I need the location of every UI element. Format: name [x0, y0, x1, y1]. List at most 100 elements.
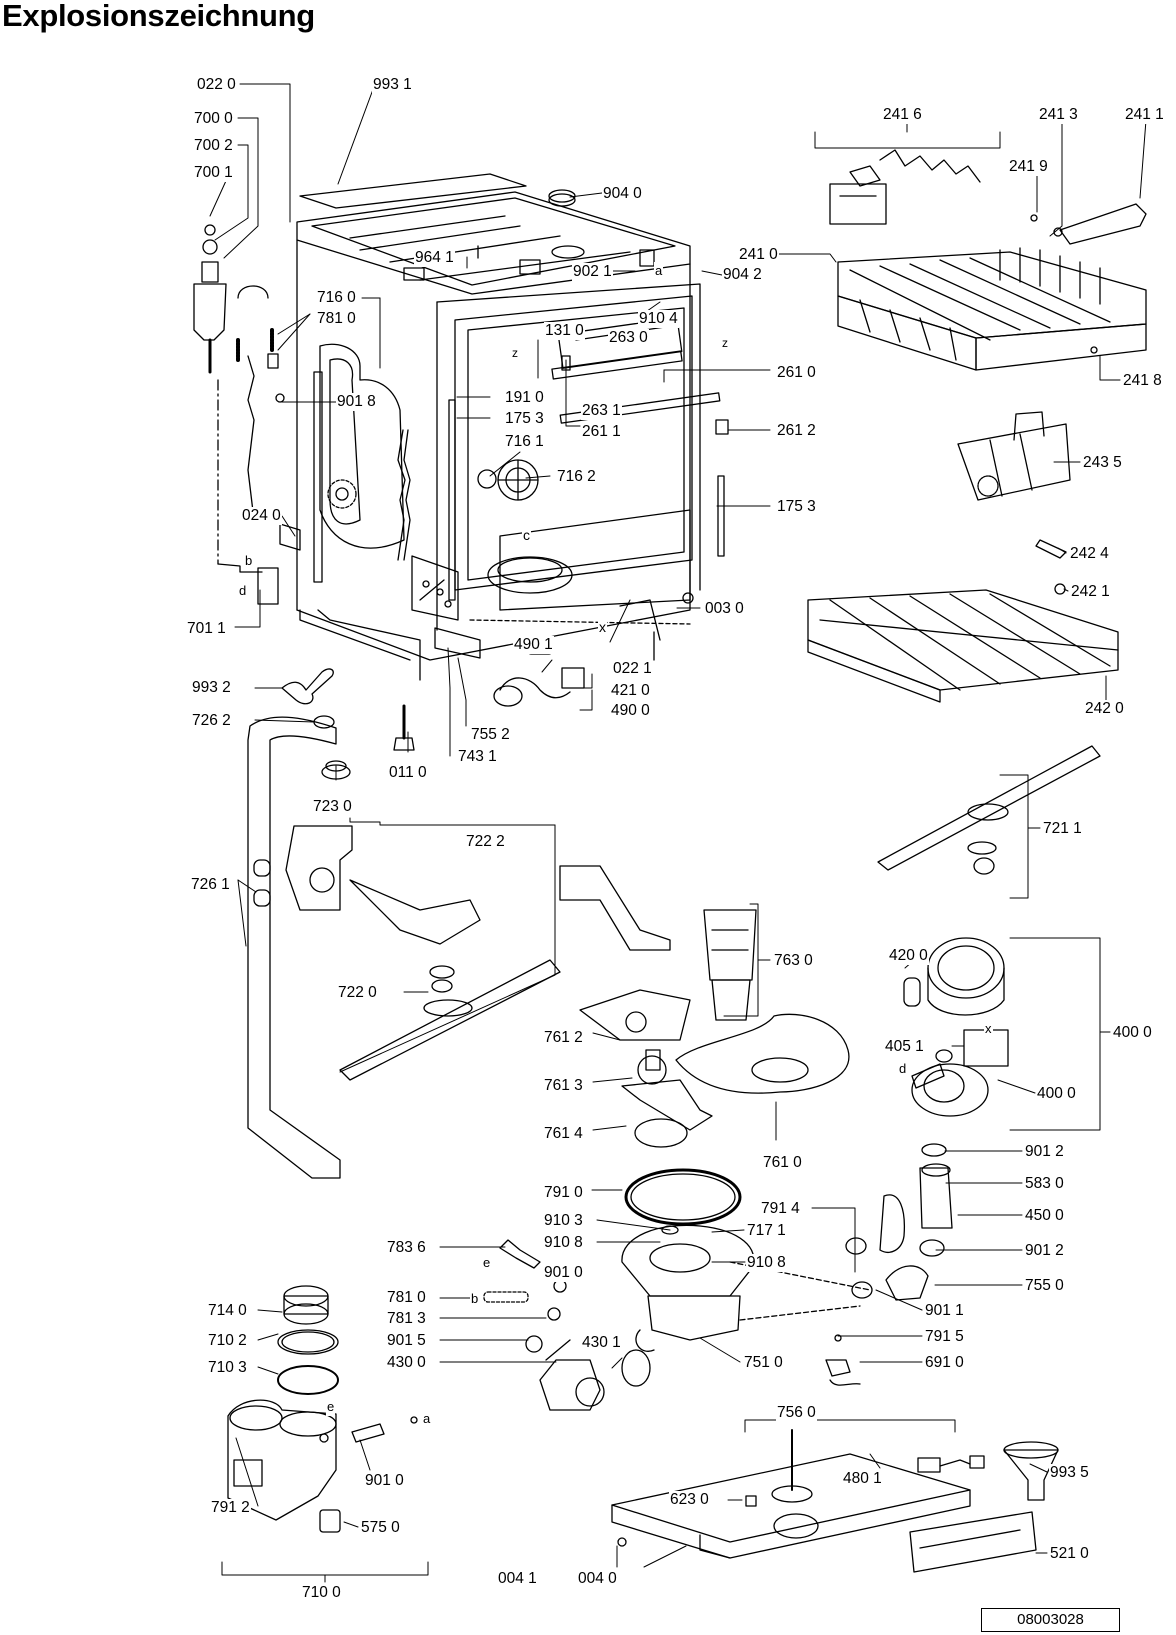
part-label: 993 2: [191, 679, 232, 697]
sump-assembly: [483, 865, 871, 1411]
part-label: 993 5: [1049, 1464, 1090, 1482]
upper-basket: [829, 149, 1147, 371]
water-softener: [227, 1285, 418, 1533]
part-label: 716 2: [556, 468, 597, 486]
part-label: 421 0: [610, 682, 651, 700]
part-label: 263 1: [581, 402, 622, 420]
callout-letter: a: [654, 262, 664, 280]
callout-letter: x: [984, 1020, 993, 1038]
part-label: 763 0: [773, 952, 814, 970]
part-label: 993 1: [372, 76, 413, 94]
part-label: 700 2: [193, 137, 234, 155]
part-label: 901 2: [1024, 1143, 1065, 1161]
part-label: 910 4: [638, 310, 679, 328]
part-label: 755 2: [470, 726, 511, 744]
callout-letter: d: [898, 1060, 908, 1078]
part-label: 700 1: [193, 164, 234, 182]
part-label: 723 0: [312, 798, 353, 816]
part-label: 761 3: [543, 1077, 584, 1095]
part-label: 714 0: [207, 1302, 248, 1320]
document-number-box: 08003028: [981, 1608, 1120, 1632]
part-label: 241 6: [882, 106, 923, 124]
part-label: 710 3: [207, 1359, 248, 1377]
part-label: 791 5: [924, 1328, 965, 1346]
callout-letter: e: [482, 1254, 492, 1272]
part-label: 241 3: [1038, 106, 1079, 124]
part-label: 781 0: [316, 310, 357, 328]
part-label: 751 0: [743, 1354, 784, 1372]
part-label: 241 8: [1122, 372, 1163, 390]
page-title: Explosionszeichnung: [2, 0, 315, 33]
part-label: 022 0: [196, 76, 237, 94]
cutlery-basket: [957, 411, 1071, 501]
callout-letter: z: [511, 344, 519, 362]
part-label: 717 1: [746, 1222, 787, 1240]
part-label: 263 0: [608, 329, 649, 347]
part-label: 755 0: [1024, 1277, 1065, 1295]
part-label: 743 1: [457, 748, 498, 766]
part-label: 575 0: [360, 1519, 401, 1537]
part-label: 191 0: [504, 389, 545, 407]
part-label: 904 2: [722, 266, 763, 284]
part-label: 726 2: [191, 712, 232, 730]
callout-letter: b: [470, 1290, 480, 1308]
part-label: 490 1: [513, 636, 554, 654]
part-label: 521 0: [1049, 1545, 1090, 1563]
part-label: 022 1: [612, 660, 653, 678]
callout-letter: e: [326, 1398, 336, 1416]
part-label: 243 5: [1082, 454, 1123, 472]
callout-letter: a: [422, 1410, 432, 1428]
part-label: 716 1: [504, 433, 545, 451]
base-tray: [611, 1429, 1059, 1573]
part-label: 726 1: [190, 876, 231, 894]
part-label: 701 1: [186, 620, 227, 638]
part-label: 783 6: [386, 1239, 427, 1257]
part-label: 901 0: [543, 1264, 584, 1282]
part-label: 761 4: [543, 1125, 584, 1143]
part-label: 710 0: [301, 1584, 342, 1602]
part-label: 004 1: [497, 1570, 538, 1588]
part-label: 910 8: [543, 1234, 584, 1252]
part-label: 791 2: [210, 1499, 251, 1517]
spray-arms-left: [247, 715, 561, 1179]
part-label: 691 0: [924, 1354, 965, 1372]
part-label: 450 0: [1024, 1207, 1065, 1225]
part-label: 241 0: [738, 246, 779, 264]
part-label: 964 1: [414, 249, 455, 267]
part-label: 791 4: [760, 1200, 801, 1218]
part-label: 480 1: [842, 1470, 883, 1488]
part-label: 175 3: [504, 410, 545, 428]
part-label: 242 1: [1070, 583, 1111, 601]
part-label: 430 1: [581, 1334, 622, 1352]
callout-letter: b: [244, 552, 254, 570]
part-label: 901 1: [924, 1302, 965, 1320]
part-label: 241 1: [1124, 106, 1165, 124]
part-label: 722 2: [465, 833, 506, 851]
callout-letter: x: [598, 618, 607, 636]
part-label: 175 3: [776, 498, 817, 516]
part-label: 242 0: [1084, 700, 1125, 718]
part-label: 761 2: [543, 1029, 584, 1047]
part-label: 756 0: [776, 1404, 817, 1422]
part-label: 261 1: [581, 423, 622, 441]
upper-spray-arm: [877, 745, 1101, 875]
part-label: 902 1: [572, 263, 613, 281]
part-label: 011 0: [388, 764, 428, 782]
part-label: 781 3: [386, 1310, 427, 1328]
part-label: 901 2: [1024, 1242, 1065, 1260]
part-label: 420 0: [888, 947, 929, 965]
part-label: 901 5: [386, 1332, 427, 1350]
part-label: 781 0: [386, 1289, 427, 1307]
part-label: 791 0: [543, 1184, 584, 1202]
part-label: 761 0: [762, 1154, 803, 1172]
part-label: 910 8: [746, 1254, 787, 1272]
part-label: 242 4: [1069, 545, 1110, 563]
part-label: 131 0: [544, 322, 585, 340]
part-label: 904 0: [602, 185, 643, 203]
part-label: 430 0: [386, 1354, 427, 1372]
part-label: 405 1: [884, 1038, 925, 1056]
part-label: 910 3: [543, 1212, 584, 1230]
leader-lines: [209, 83, 1147, 1583]
part-label: 490 0: [610, 702, 651, 720]
part-label: 721 1: [1042, 820, 1083, 838]
